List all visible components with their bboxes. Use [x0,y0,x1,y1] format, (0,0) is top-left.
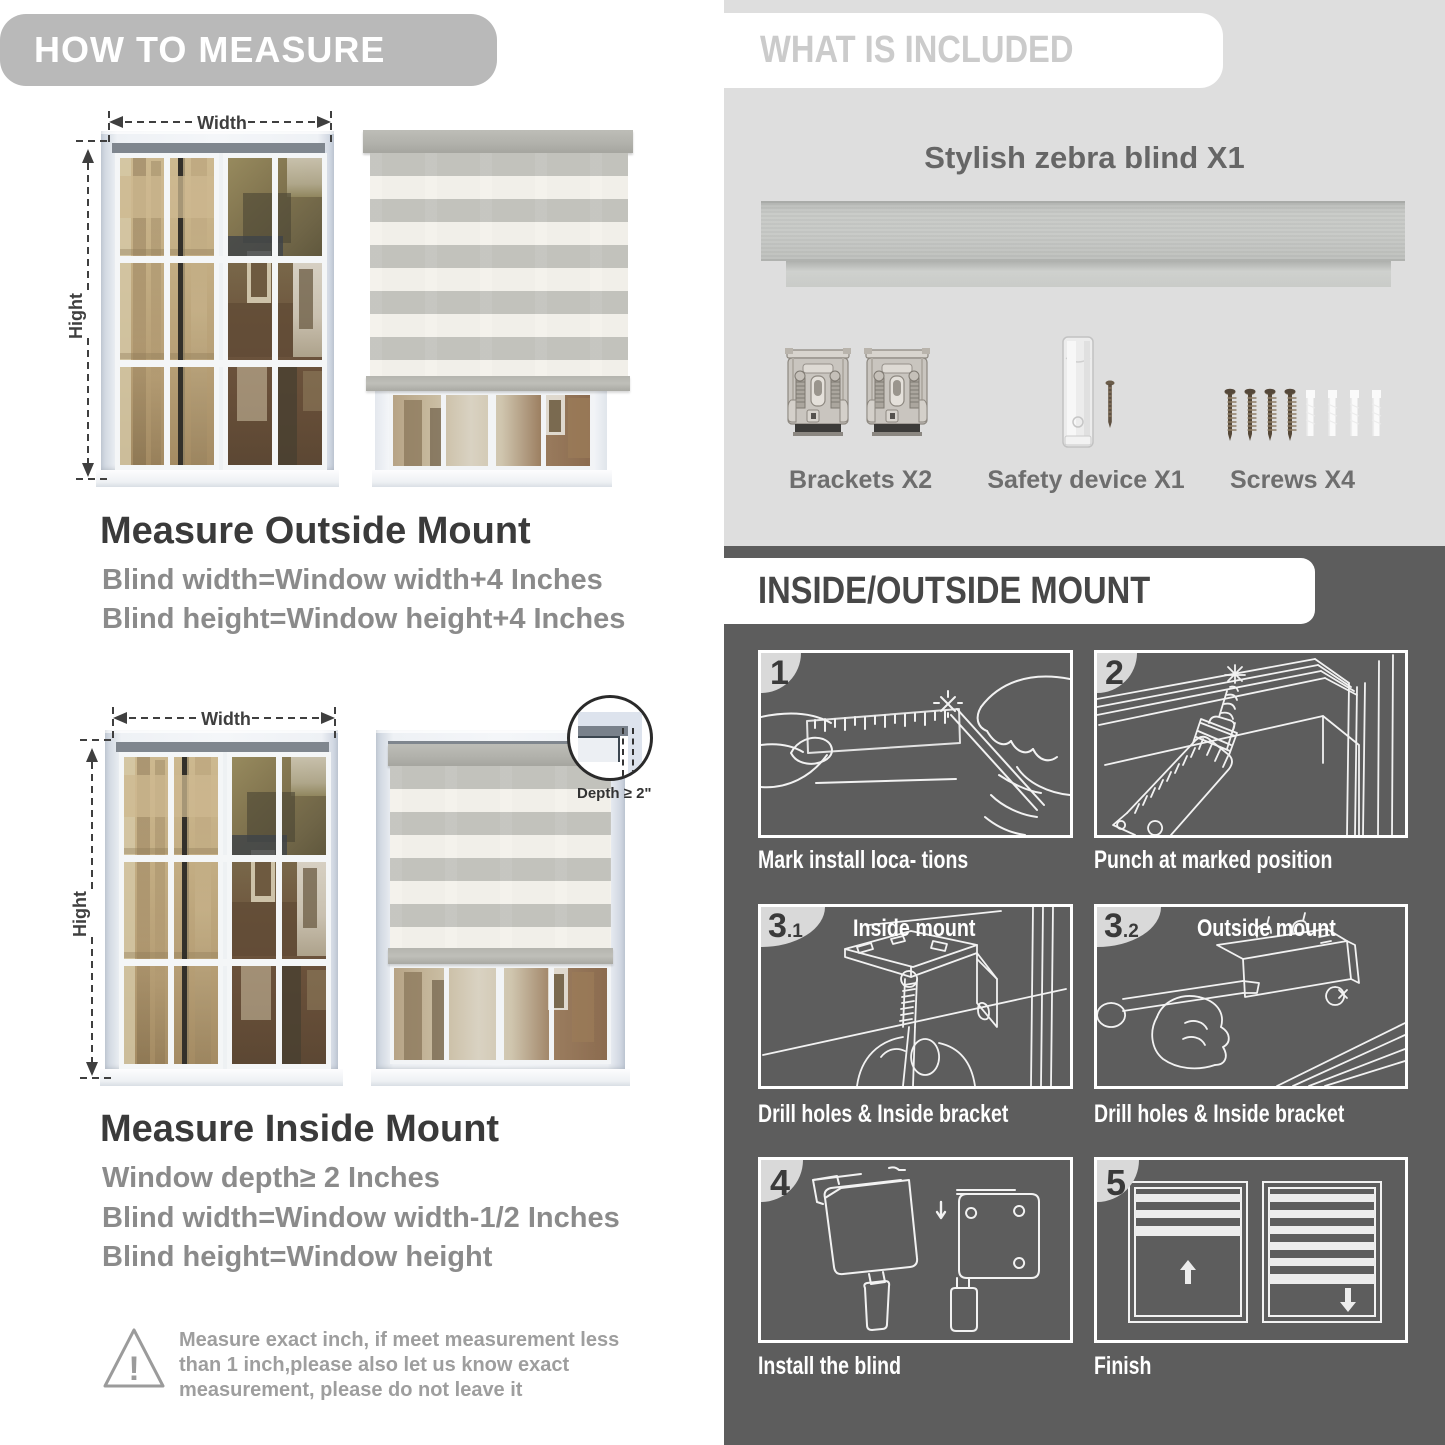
svg-text:Width: Width [197,113,247,133]
svg-text:Hight: Hight [66,293,86,339]
svg-text:!: ! [128,1350,139,1388]
svg-text:Width: Width [201,709,251,729]
svg-text:Hight: Hight [70,891,90,937]
